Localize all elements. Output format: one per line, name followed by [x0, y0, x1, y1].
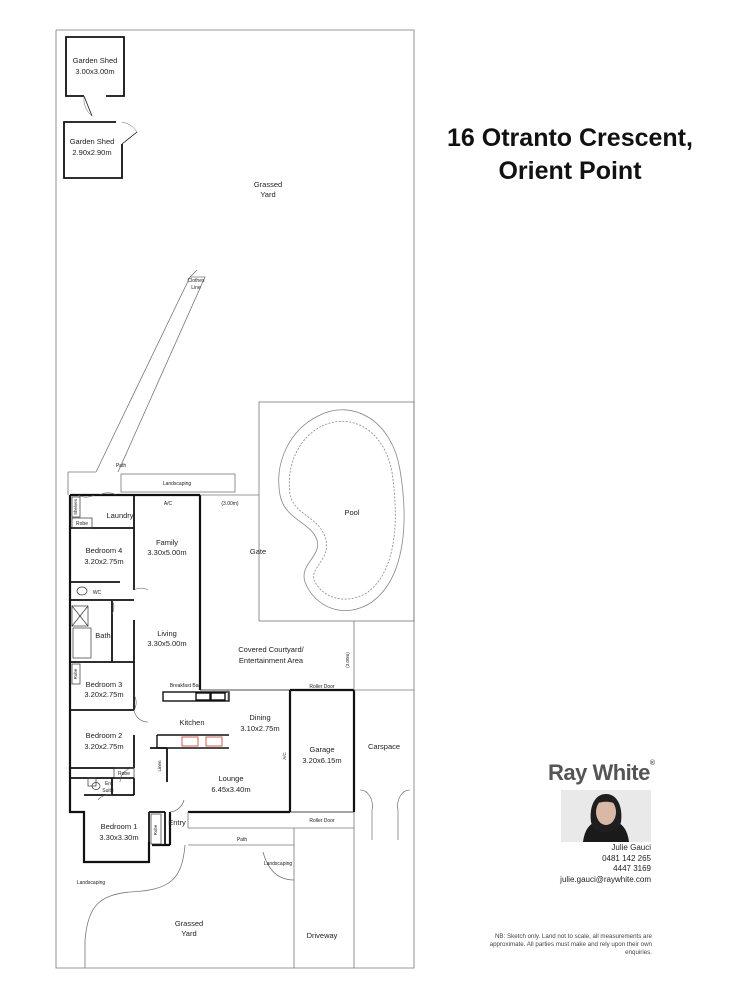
robe-bed4-label: Robe: [76, 521, 88, 527]
kitchen-label: Kitchen: [179, 718, 204, 727]
bed2-name: Bedroom 2: [86, 731, 123, 740]
bed3-name: Bedroom 3: [86, 680, 123, 689]
robe-bed1-label: Robe: [153, 824, 158, 835]
shelves-label: Shelves: [73, 498, 78, 515]
ensuite-2: Suite: [102, 788, 114, 794]
agency-logo: Ray White®: [548, 760, 655, 786]
property-address: 16 Otranto Crescent, Orient Point: [420, 122, 720, 188]
pool-enclosure: [258, 401, 415, 622]
bed4-name: Bedroom 4: [86, 546, 123, 555]
dim-300-side-label: (3.00m): [345, 652, 350, 668]
robe-bed3-label: Robe: [73, 668, 78, 679]
family-dim: 3.30x5.00m: [147, 548, 186, 557]
breakfast-bar-label: Breakfast Bar: [170, 683, 201, 689]
thin-lines: [187, 494, 414, 968]
path-clothes-line: [95, 269, 206, 473]
bed3-dim: 3.20x2.75m: [84, 690, 123, 699]
agent-name: Julie Gauci: [611, 843, 651, 852]
ac-dining-label: A/C: [282, 752, 287, 760]
dining-name: Dining: [249, 713, 270, 722]
ensuite-1: En: [105, 781, 111, 787]
roller-door-top-label: Roller Door: [309, 684, 335, 690]
landscaping-mid-label: Landscaping: [264, 861, 293, 867]
driveway-label: Driveway: [307, 931, 338, 940]
gate-label: Gate: [250, 547, 266, 556]
bath-label: Bath: [95, 631, 110, 640]
pool-label: Pool: [344, 508, 359, 517]
dim-300-top-label: (3.00m): [221, 501, 239, 507]
agent-portrait-icon: [561, 790, 651, 842]
landscaping-left-label: Landscaping: [77, 880, 106, 886]
shed1-dim: 3.00x3.00m: [75, 67, 114, 76]
yard-bottom-1: Grassed: [175, 919, 203, 928]
landscaping-curves: [84, 844, 295, 968]
agent-photo: [561, 790, 651, 842]
bed1-name: Bedroom 1: [101, 822, 138, 831]
garden-shed-2: [63, 121, 138, 179]
entry-label: Entry: [168, 818, 186, 827]
disclaimer: NB: Sketch only. Land not to scale, all …: [489, 933, 652, 956]
yard-top-2: Yard: [260, 190, 275, 199]
ac-family-label: A/C: [164, 501, 173, 507]
shed2-dim: 2.90x2.90m: [72, 148, 111, 157]
living-dim: 3.30x5.00m: [147, 639, 186, 648]
family-name: Family: [156, 538, 178, 547]
laundry-label: Laundry: [106, 511, 133, 520]
door-swings: [77, 492, 411, 840]
bed4-dim: 3.20x2.75m: [84, 557, 123, 566]
kitchen-counter: [156, 691, 230, 749]
wc-label: WC: [93, 590, 102, 596]
landscaping-strip: [67, 471, 236, 495]
agent-mobile: 0481 142 265: [602, 853, 651, 863]
clothes-line-1: Clothes: [188, 278, 205, 284]
yard-bottom-2: Yard: [181, 929, 196, 938]
courtyard-2: Entertainment Area: [239, 656, 304, 665]
living-name: Living: [157, 629, 177, 638]
path-bottom-label: Path: [237, 837, 248, 843]
courtyard-1: Covered Courtyard/: [238, 645, 304, 654]
shed1-name: Garden Shed: [73, 56, 118, 65]
garden-shed-1: [65, 36, 125, 117]
path-top-label: Path: [116, 463, 127, 469]
lounge-dim: 6.45x3.40m: [211, 785, 250, 794]
shed2-name: Garden Shed: [70, 137, 115, 146]
lounge-name: Lounge: [218, 774, 243, 783]
linen-label: Linen: [157, 760, 162, 772]
internal-walls: [70, 495, 290, 862]
landscaping-top-label: Landscaping: [163, 481, 192, 487]
robe-ensuite-label: Robe: [118, 771, 130, 777]
agency-mark: ®: [649, 760, 655, 767]
garage-dim: 3.20x6.15m: [302, 756, 341, 765]
address-line-2: Orient Point: [498, 157, 642, 185]
clothes-line-2: Line: [191, 285, 201, 291]
dining-dim: 3.10x2.75m: [240, 724, 279, 733]
fixtures: [71, 496, 162, 845]
agency-name: Ray White: [548, 760, 650, 785]
yard-top-1: Grassed: [254, 180, 282, 189]
bed1-dim: 3.30x3.30m: [99, 833, 138, 842]
agent-email[interactable]: julie.gauci@raywhite.com: [560, 874, 651, 884]
agent-phone: 4447 3169: [613, 864, 651, 873]
carspace-label: Carspace: [368, 742, 400, 751]
address-line-1: 16 Otranto Crescent,: [447, 124, 693, 152]
bed2-dim: 3.20x2.75m: [84, 742, 123, 751]
pool-shape: [278, 409, 405, 611]
roller-door-bottom-label: Roller Door: [309, 818, 335, 824]
agent-contact: Julie Gauci 0481 142 265 4447 3169 julie…: [560, 843, 651, 885]
garage-name: Garage: [309, 745, 334, 754]
